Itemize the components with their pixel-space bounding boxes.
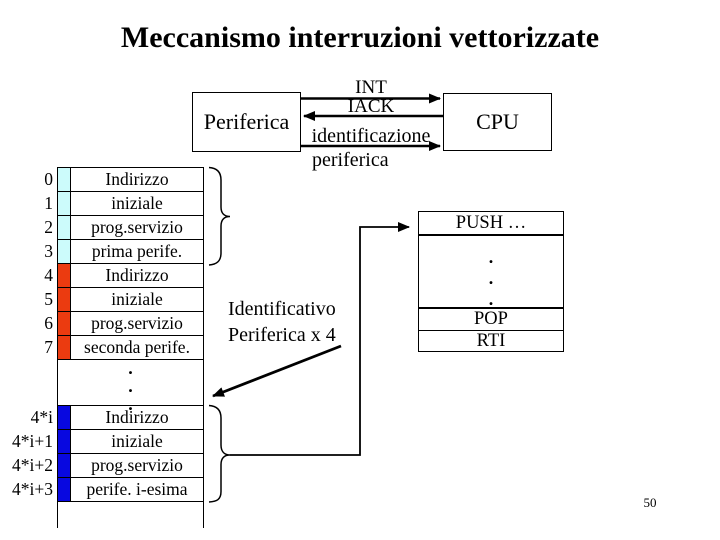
page-number: 50 bbox=[643, 495, 657, 510]
slide-title: Meccanismo interruzioni vettorizzate bbox=[120, 21, 600, 54]
address-label: 6 bbox=[44, 313, 53, 333]
push-row: PUSH … bbox=[419, 212, 563, 236]
table-row: prog.servizio bbox=[58, 216, 203, 240]
identificazione-signal-label: identificazione bbox=[311, 125, 431, 147]
table-row: Indirizzo bbox=[58, 406, 203, 430]
table-row: perife. i-esima bbox=[58, 478, 203, 502]
annotation-line1: Identificativo bbox=[228, 298, 336, 320]
brace-ith-peripheral bbox=[208, 404, 231, 503]
color-cell bbox=[58, 312, 71, 335]
cell-text: iniziale bbox=[111, 289, 163, 309]
identificazione-signal-label-line2: periferica bbox=[312, 149, 389, 171]
cell-text: seconda perife. bbox=[84, 337, 190, 357]
table-ellipsis: . . . bbox=[58, 359, 203, 413]
color-cell bbox=[58, 264, 71, 287]
table-row: Indirizzo bbox=[58, 168, 203, 192]
address-label: 4*i+1 bbox=[12, 431, 53, 451]
address-label: 4*i bbox=[30, 407, 53, 427]
address-label: 4*i+2 bbox=[12, 455, 53, 475]
cell-text: Indirizzo bbox=[105, 265, 169, 285]
cell-text: Indirizzo bbox=[105, 169, 169, 189]
cell-text: perife. i-esima bbox=[86, 479, 188, 499]
annotation-line2: Periferica x 4 bbox=[228, 323, 336, 346]
table-row: prog.servizio bbox=[58, 454, 203, 478]
interrupt-vector-table: Indirizzo iniziale prog.servizio prima p… bbox=[57, 167, 204, 528]
int-signal-label: INT bbox=[355, 77, 387, 98]
address-label: 7 bbox=[44, 337, 53, 357]
address-label: 4 bbox=[44, 265, 53, 285]
address-label: 0 bbox=[44, 169, 53, 189]
vector-group-first-peripheral: Indirizzo iniziale prog.servizio prima p… bbox=[58, 167, 203, 360]
identificativo-annotation: Identificativo Periferica x 4 bbox=[228, 297, 336, 348]
pop-row: POP bbox=[419, 309, 563, 331]
cell-text: prima perife. bbox=[91, 241, 183, 261]
color-cell bbox=[58, 192, 71, 215]
color-cell bbox=[58, 478, 71, 501]
cell-text: prog.servizio bbox=[91, 217, 183, 237]
cell-text: iniziale bbox=[111, 431, 163, 451]
cpu-box: CPU bbox=[443, 93, 552, 151]
iack-signal-label: IACK bbox=[347, 96, 395, 117]
address-label: 5 bbox=[44, 289, 53, 309]
cpu-label: CPU bbox=[476, 109, 519, 134]
address-label: 3 bbox=[44, 241, 53, 261]
color-cell bbox=[58, 216, 71, 239]
table-row: prog.servizio bbox=[58, 312, 203, 336]
vertical-dots: . . . bbox=[128, 358, 133, 414]
periferica-label: Periferica bbox=[203, 109, 290, 134]
brace-first-peripheral bbox=[208, 166, 231, 266]
cell-text: prog.servizio bbox=[91, 455, 183, 475]
cell-text: Indirizzo bbox=[105, 407, 169, 427]
table-row: iniziale bbox=[58, 288, 203, 312]
color-cell bbox=[58, 336, 71, 359]
table-row: iniziale bbox=[58, 192, 203, 216]
cell-text: prog.servizio bbox=[91, 313, 183, 333]
vertical-dots: . . . bbox=[488, 247, 494, 309]
color-cell bbox=[58, 406, 71, 429]
rti-row: RTI bbox=[476, 330, 506, 351]
stack-ellipsis: . . . bbox=[419, 236, 563, 309]
table-row: prima perife. bbox=[58, 240, 203, 264]
table-row: seconda perife. bbox=[58, 336, 203, 360]
color-cell bbox=[58, 454, 71, 477]
periferica-box: Periferica bbox=[192, 92, 301, 152]
cell-text: iniziale bbox=[111, 193, 163, 213]
address-label: 2 bbox=[44, 217, 53, 237]
color-cell bbox=[58, 240, 71, 263]
color-cell bbox=[58, 288, 71, 311]
color-cell bbox=[58, 168, 71, 191]
address-label: 1 bbox=[44, 193, 53, 213]
address-label: 4*i+3 bbox=[12, 479, 53, 499]
table-row: Indirizzo bbox=[58, 264, 203, 288]
identificativo-arrow bbox=[212, 344, 342, 398]
color-cell bbox=[58, 430, 71, 453]
vector-group-ith-peripheral: Indirizzo iniziale prog.servizio perife.… bbox=[58, 405, 203, 502]
service-routine-box: PUSH … . . . POP RTI bbox=[418, 211, 564, 352]
table-row: iniziale bbox=[58, 430, 203, 454]
